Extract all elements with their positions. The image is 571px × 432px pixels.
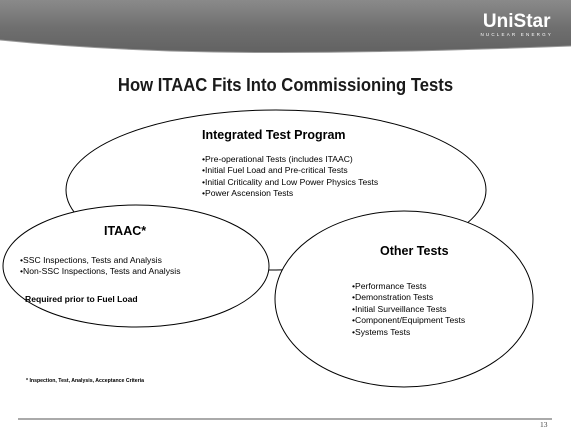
list-item: Systems Tests [352, 327, 465, 338]
integrated-test-program-list: Pre-operational Tests (includes ITAAC) I… [202, 154, 378, 200]
list-item: Initial Criticality and Low Power Physic… [202, 177, 378, 188]
list-item: Initial Surveillance Tests [352, 304, 465, 315]
list-item: Demonstration Tests [352, 292, 465, 303]
header-swoosh [0, 39, 571, 72]
other-tests-list: Performance Tests Demonstration Tests In… [352, 281, 465, 338]
other-tests-heading: Other Tests [380, 244, 449, 258]
footnote: * Inspection, Test, Analysis, Acceptance… [26, 378, 145, 384]
unistar-logo: UniStar NUCLEAR ENERGY [480, 12, 553, 38]
itaac-note: Required prior to Fuel Load [25, 294, 138, 304]
list-item: SSC Inspections, Tests and Analysis [20, 255, 181, 266]
itaac-heading: ITAAC* [104, 224, 147, 238]
page-number: 13 [540, 420, 548, 429]
list-item: Performance Tests [352, 281, 465, 292]
list-item: Pre-operational Tests (includes ITAAC) [202, 154, 378, 165]
list-item: Power Ascension Tests [202, 188, 378, 199]
logo-name: UniStar [482, 11, 551, 32]
list-item: Non-SSC Inspections, Tests and Analysis [20, 266, 180, 277]
slide-title: How ITAAC Fits Into Commissioning Tests [117, 74, 454, 95]
itaac-list: SSC Inspections, Tests and Analysis Non-… [20, 255, 181, 278]
list-item: Component/Equipment Tests [352, 315, 465, 326]
logo-tagline: NUCLEAR ENERGY [480, 32, 553, 37]
integrated-test-program-heading: Integrated Test Program [202, 128, 346, 142]
list-item: Initial Fuel Load and Pre-critical Tests [202, 165, 378, 176]
